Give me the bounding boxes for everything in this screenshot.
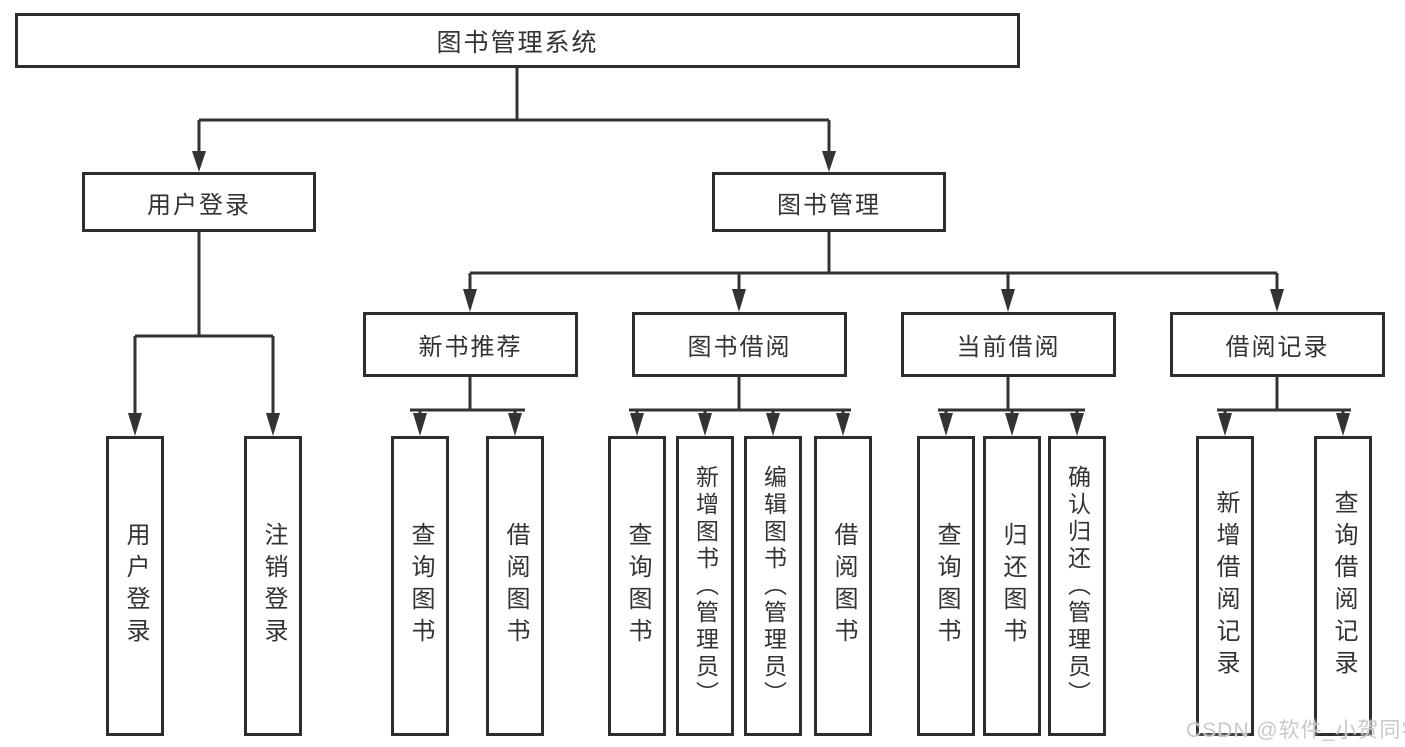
leaf-current-query-books: 查询图书 [917, 436, 975, 736]
connector-book-management-to-level3 [463, 232, 1284, 312]
leaf-add-borrow-record: 新增借阅记录 [1196, 436, 1254, 736]
leaf-borrow-query-books-label: 查询图书 [624, 522, 651, 650]
csdn-watermark: CSDN @软件_小贺同学 [1186, 719, 1405, 742]
leaf-recommend-borrow-books: 借阅图书 [486, 436, 544, 736]
leaf-recommend-query-books-label: 查询图书 [407, 522, 434, 650]
leaf-confirm-return-admin: 确认归还（管理员） [1048, 436, 1106, 736]
node-new-book-recommendation: 新书推荐 [363, 312, 578, 377]
leaf-recommend-borrow-books-label: 借阅图书 [502, 522, 529, 650]
node-book-management: 图书管理 [712, 172, 946, 232]
leaf-return-books: 归还图书 [983, 436, 1041, 736]
leaf-recommend-query-books: 查询图书 [391, 436, 449, 736]
leaf-user-login: 用户登录 [106, 436, 164, 736]
leaf-add-borrow-record-label: 新增借阅记录 [1212, 490, 1239, 682]
node-book-borrowing: 图书借阅 [632, 312, 847, 377]
node-borrowing-records: 借阅记录 [1170, 312, 1385, 377]
leaf-borrow-query-books: 查询图书 [608, 436, 666, 736]
leaf-return-books-label: 归还图书 [999, 522, 1026, 650]
connector-user-login-to-leaves [128, 232, 280, 436]
leaf-logout: 注销登录 [244, 436, 302, 736]
connector-current-to-leaves [938, 377, 1085, 436]
connector-records-to-leaves [1217, 377, 1351, 436]
leaf-borrow-books-label: 借阅图书 [830, 522, 857, 650]
leaf-logout-label: 注销登录 [260, 522, 287, 650]
connector-root-to-level2 [192, 68, 836, 172]
node-root-library-system: 图书管理系统 [15, 13, 1020, 68]
connector-borrowing-to-leaves [629, 377, 851, 436]
leaf-query-borrow-record-label: 查询借阅记录 [1330, 490, 1357, 682]
leaf-user-login-label: 用户登录 [122, 522, 149, 650]
node-user-login: 用户登录 [82, 172, 316, 232]
node-current-borrowing: 当前借阅 [901, 312, 1116, 377]
leaf-add-book-admin-label: 新增图书（管理员） [692, 464, 719, 708]
leaf-current-query-books-label: 查询图书 [933, 522, 960, 650]
leaf-add-book-admin: 新增图书（管理员） [676, 436, 734, 736]
leaf-edit-book-admin-label: 编辑图书（管理员） [760, 464, 787, 708]
leaf-borrow-books: 借阅图书 [814, 436, 872, 736]
leaf-confirm-return-admin-label: 确认归还（管理员） [1064, 464, 1091, 708]
leaf-edit-book-admin: 编辑图书（管理员） [744, 436, 802, 736]
connector-recommendation-to-leaves [410, 377, 525, 436]
leaf-query-borrow-record: 查询借阅记录 [1314, 436, 1372, 736]
